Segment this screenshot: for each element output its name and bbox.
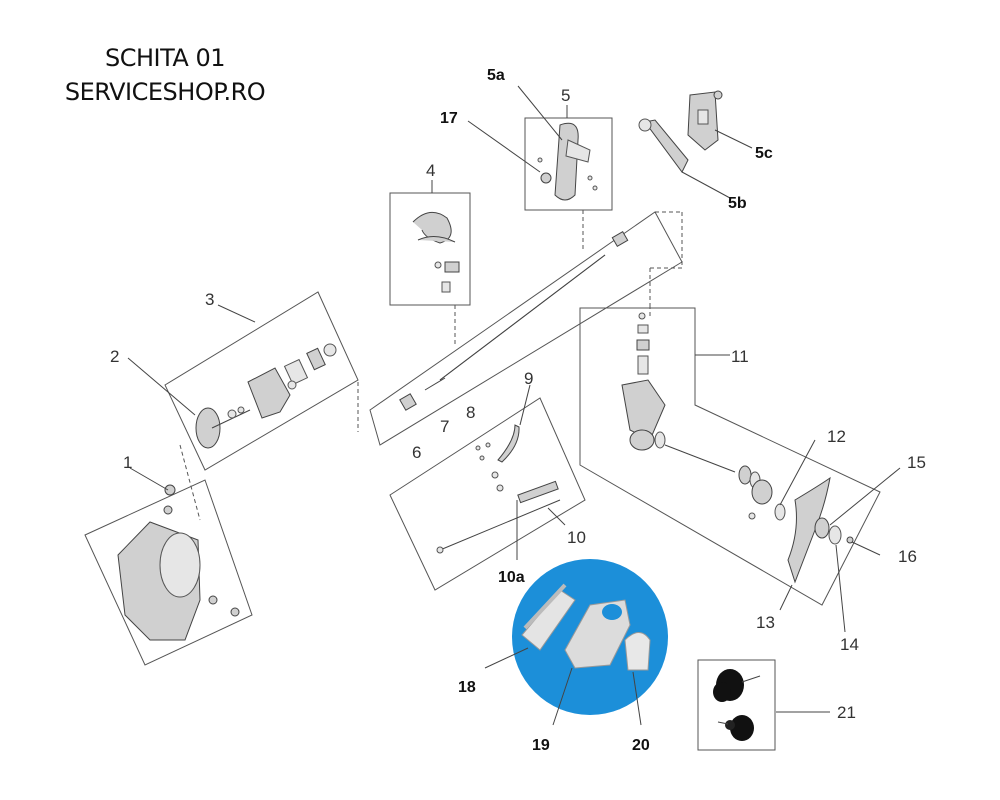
part-group-3: [127, 291, 359, 471]
part-group-5: [524, 105, 613, 250]
callout-13: 13: [756, 613, 775, 632]
callout-3: 3: [205, 290, 214, 309]
callout-18: 18: [458, 679, 476, 696]
callout-9: 9: [524, 369, 533, 388]
part-group-1: [84, 444, 253, 666]
callout-5a: 5a: [487, 67, 505, 84]
callout-8: 8: [466, 403, 475, 422]
callout-5c: 5c: [755, 145, 773, 162]
callout-15: 15: [907, 453, 926, 472]
callout-5b: 5b: [728, 195, 747, 212]
callout-6: 6: [412, 443, 421, 462]
callout-5: 5: [561, 86, 570, 105]
callout-17: 17: [440, 110, 458, 127]
photo-parts-18-20: [512, 559, 668, 715]
callout-19: 19: [532, 737, 550, 754]
callout-2: 2: [110, 347, 119, 366]
callout-10a: 10a: [498, 569, 525, 586]
diagram-title-line2: SERVICESHOP.RO: [64, 78, 266, 106]
part-group-12-16: [774, 439, 901, 633]
callout-11: 11: [731, 347, 749, 366]
part-group-11: [579, 305, 881, 606]
callout-16: 16: [898, 547, 917, 566]
callout-12: 12: [827, 427, 846, 446]
callout-7: 7: [440, 417, 449, 436]
diagram-title-line1: SCHITA 01: [105, 44, 226, 72]
callout-4: 4: [426, 161, 435, 180]
callout-14: 14: [840, 635, 859, 654]
part-group-5b-5c: [638, 90, 753, 199]
part-group-9-10: [389, 384, 586, 591]
part-group-4: [389, 180, 471, 345]
callout-1: 1: [123, 453, 132, 472]
part-group-shaft: [369, 211, 683, 446]
callout-10: 10: [567, 528, 586, 547]
callout-20: 20: [632, 737, 650, 754]
part-group-21: [697, 659, 830, 751]
callout-21: 21: [837, 703, 856, 722]
